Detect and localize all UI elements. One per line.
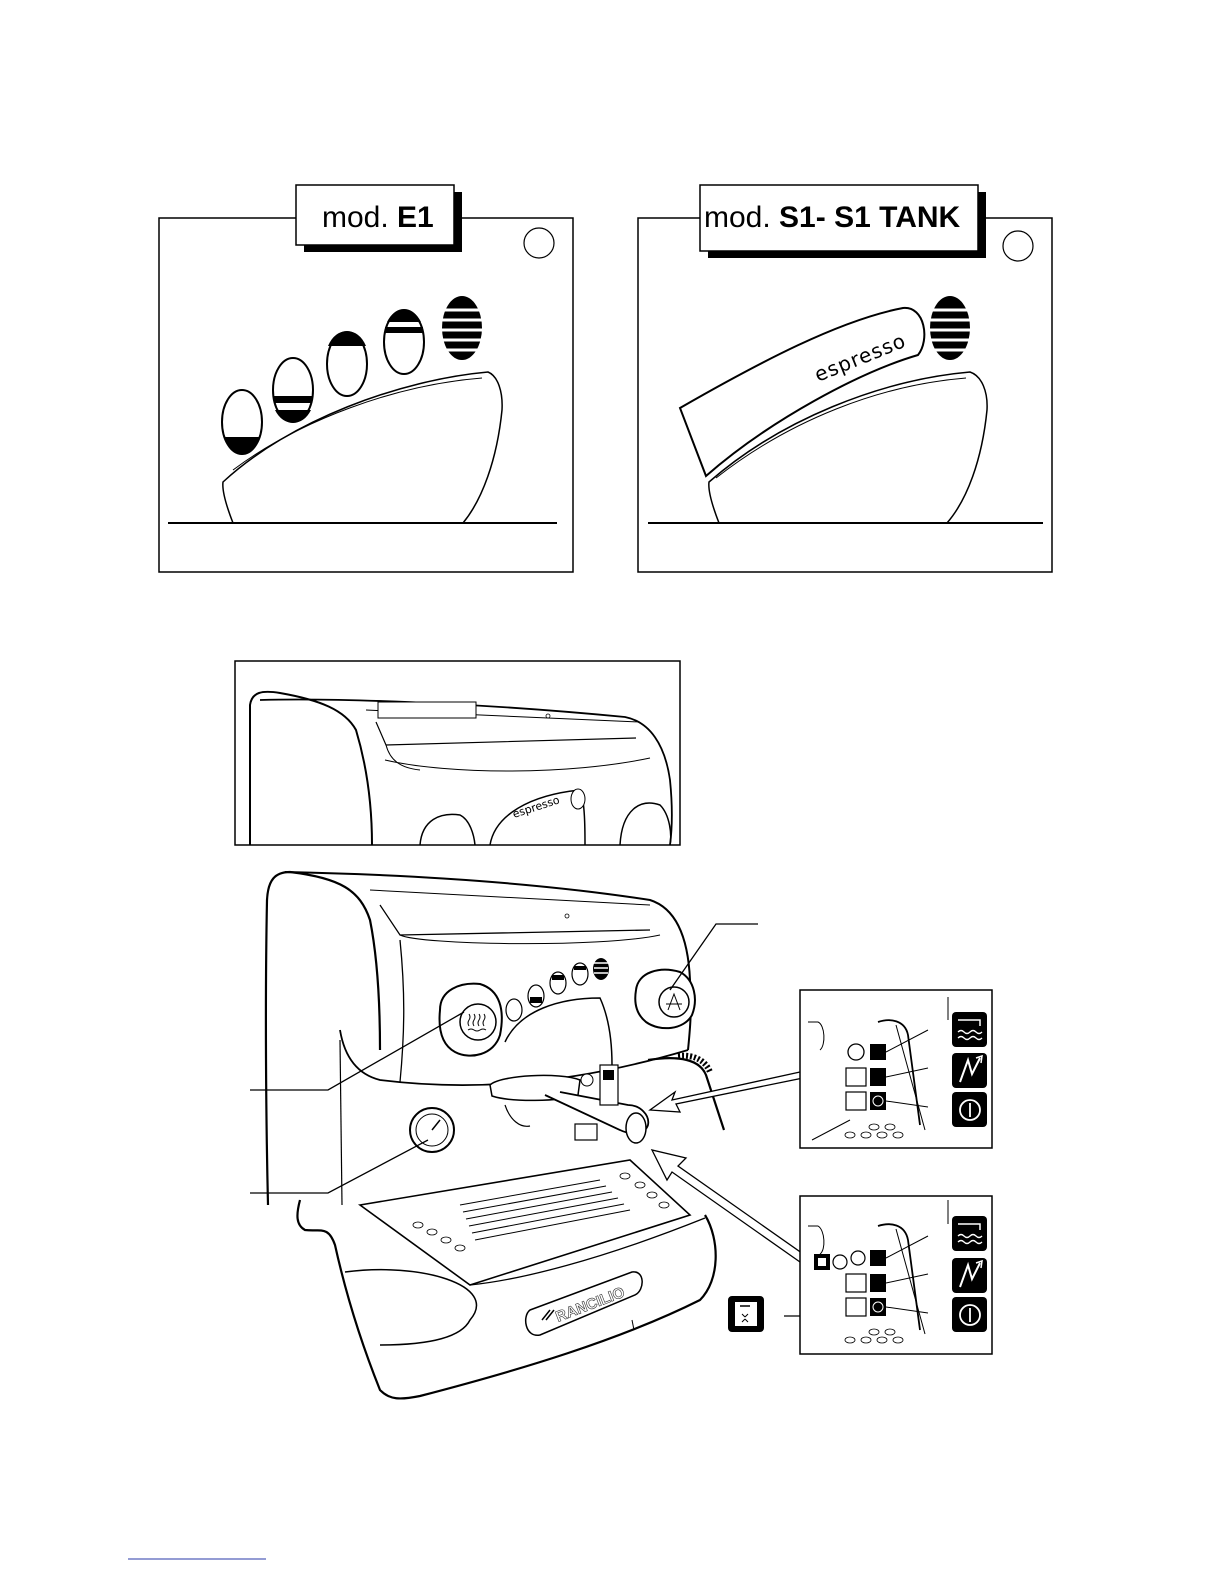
power-icon: [952, 1297, 987, 1332]
gauge-callout: [250, 1140, 428, 1193]
tank-icon: [728, 1296, 764, 1332]
switch-detail-upper: [800, 990, 992, 1148]
steam-knob-callout: [250, 1012, 464, 1090]
machine-indicator-row: [506, 958, 609, 1021]
indicator-light-2: [273, 358, 313, 422]
panel-e1-label: mod. E1: [322, 201, 434, 234]
indicator-light-3: [327, 332, 367, 396]
panel-s1: mod. S1- S1 TANK espresso: [638, 185, 1052, 572]
machine-top-detail: espresso: [235, 661, 680, 845]
indicator-light-4: [384, 310, 424, 374]
s1-indicator-light: [930, 296, 970, 360]
indicator-light-5: [442, 296, 482, 360]
hot-water-icon: [952, 1216, 987, 1251]
hot-water-icon: [952, 1012, 987, 1047]
panel-e1: mod. E1: [159, 185, 573, 572]
panel-e1-marker-circle: [524, 228, 554, 258]
rancilio-logo-plate: RANCILIO: [526, 1272, 642, 1335]
hot-water-knob: [635, 970, 695, 1028]
pump-icon: [952, 1053, 987, 1088]
pointer-arrows: [650, 1072, 806, 1262]
power-icon: [952, 1092, 987, 1127]
pump-icon: [952, 1258, 987, 1293]
panel-s1-marker-circle: [1003, 231, 1033, 261]
espresso-machine-illustration: RANCILIO: [266, 872, 724, 1398]
indicator-light-1: [222, 390, 262, 454]
switch-detail-lower: [800, 1196, 992, 1354]
panel-s1-label: mod. S1- S1 TANK: [704, 201, 961, 234]
steam-knob: [440, 984, 502, 1056]
